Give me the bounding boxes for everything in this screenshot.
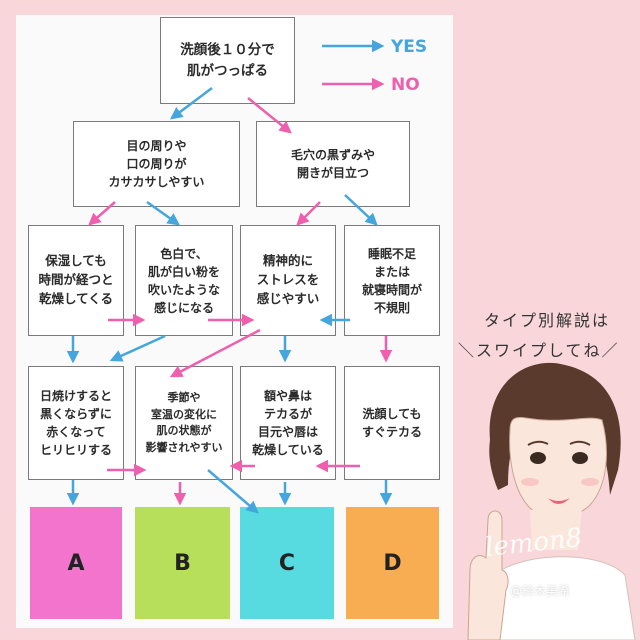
node-row4-1: 日焼けすると 黒くならずに 赤くなって ヒリヒリする — [28, 366, 124, 480]
node-row3-4: 睡眠不足 または 就寝時間が 不規則 — [344, 225, 440, 336]
node-row4-2: 季節や 室温の変化に 肌の状態が 影響されやすい — [135, 366, 233, 480]
arrow-start-no — [247, 97, 292, 134]
arrow-start-yes — [170, 87, 213, 120]
face-illustration — [479, 417, 636, 640]
arrow-right-no — [296, 201, 321, 226]
result-label-a: A — [67, 550, 85, 576]
result-box-d: D — [346, 507, 439, 619]
node-row3-2: 色白で、 肌が白い粉を 吹いたような 感じになる — [135, 225, 233, 336]
node-start: 洗顔後１０分で 肌がつっぱる — [160, 17, 295, 104]
arrow-left-no — [88, 201, 116, 226]
swipe-note-line1: タイプ別解説は — [484, 311, 611, 330]
node-row3-1: 保湿しても 時間が経つと 乾燥してくる — [28, 225, 124, 336]
swipe-note-line2: ＼スワイプしてね／ — [458, 341, 620, 360]
raised-finger-illustration — [467, 510, 509, 640]
result-box-c: C — [240, 507, 334, 619]
woman-illustration — [467, 362, 636, 640]
result-label-d: D — [383, 550, 402, 576]
result-box-b: B — [135, 507, 230, 619]
result-label-c: C — [278, 550, 296, 576]
arrow-r4-2-yes — [207, 469, 259, 514]
arrow-right-yes — [344, 194, 378, 226]
node-question-right: 毛穴の黒ずみや 開きが目立つ — [256, 121, 410, 207]
result-label-b: B — [174, 550, 191, 576]
result-box-a: A — [30, 507, 122, 619]
author-credit: @鈴木美希 — [510, 584, 571, 598]
arrow-r3-2-yes — [109, 334, 166, 362]
node-question-left: 目の周りや 口の周りが カサカサしやすい — [73, 121, 240, 207]
hair-illustration — [489, 362, 621, 495]
legend-yes-label: YES — [391, 37, 428, 57]
arrow-r3-3-no — [169, 328, 261, 378]
legend-no-label: NO — [391, 75, 420, 95]
arrow-left-yes — [146, 200, 181, 226]
node-row4-4: 洗顔しても すぐテカる — [344, 366, 440, 480]
